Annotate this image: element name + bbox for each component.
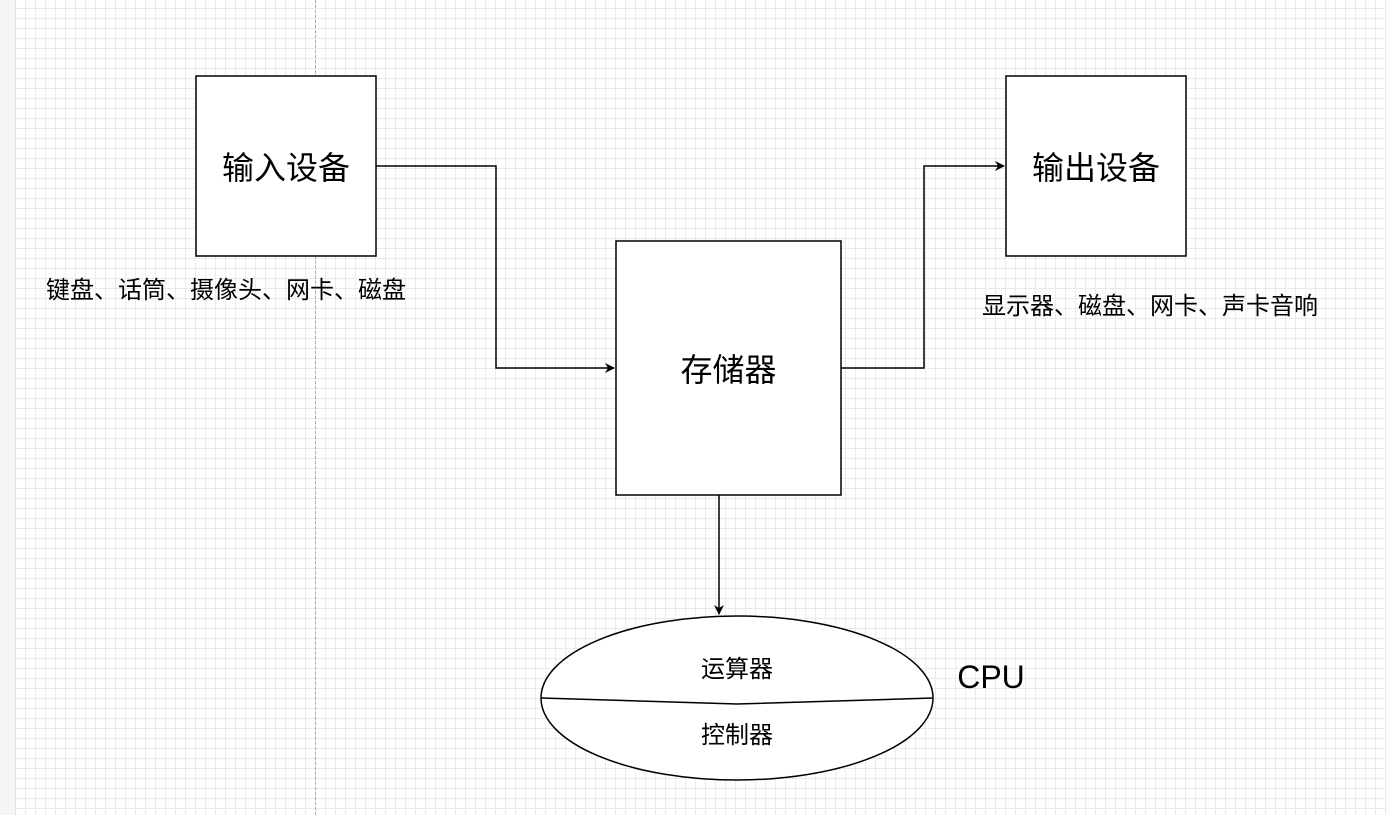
alu-label: 运算器: [701, 654, 773, 683]
input-device-box[interactable]: [195, 75, 377, 257]
memory-box[interactable]: [615, 240, 842, 496]
cpu-ellipse[interactable]: [540, 615, 934, 781]
page-guide-line: [315, 0, 316, 815]
canvas-left-ruler: [0, 0, 16, 815]
memory-label: 存储器: [680, 351, 777, 389]
input-device-label: 输入设备: [221, 149, 350, 187]
output-device-label: 输出设备: [1031, 149, 1160, 187]
cpu-label: CPU: [957, 658, 1025, 695]
controller-label: 控制器: [701, 720, 773, 749]
edge-input-to-memory[interactable]: [376, 165, 615, 373]
output-device-box[interactable]: [1005, 75, 1187, 257]
edge-memory-to-output[interactable]: [841, 161, 1005, 369]
input-examples-caption: 键盘、话筒、摄像头、网卡、磁盘: [46, 276, 406, 304]
cpu-divider-line: [540, 697, 934, 705]
output-examples-caption: 显示器、磁盘、网卡、声卡音响: [982, 292, 1318, 320]
